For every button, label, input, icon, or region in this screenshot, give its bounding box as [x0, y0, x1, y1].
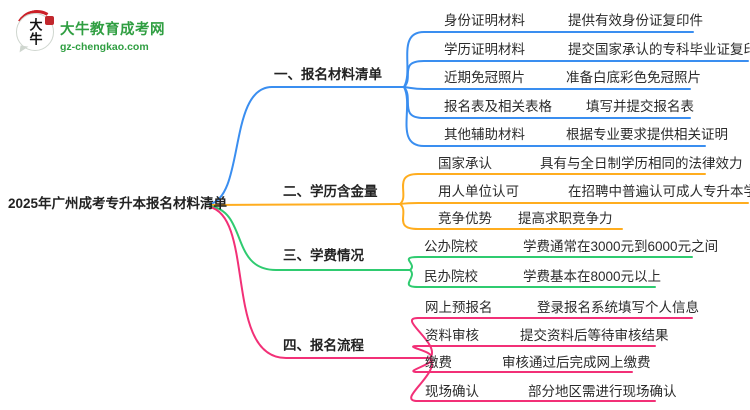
leaf-label: 身份证明材料: [444, 13, 525, 28]
logo-seal-icon: [45, 16, 54, 25]
branch-3-label: 三、学费情况: [283, 248, 364, 263]
site-name: 大牛教育成考网: [60, 22, 165, 38]
leaf-label: 公办院校: [424, 239, 478, 254]
branch-2-leaf-3-wire: [399, 203, 623, 230]
branch-4-leaf-1-wire: [410, 317, 693, 359]
leaf-desc: 提供有效身份证复印件: [568, 13, 703, 28]
branch-1-leaf-3-wire: [403, 86, 691, 90]
leaf-desc: 根据专业要求提供相关证明: [566, 127, 728, 142]
leaf-label: 现场确认: [425, 384, 479, 399]
leaf-label: 缴费: [425, 355, 452, 370]
branch-4-label: 四、报名流程: [283, 338, 364, 353]
leaf-desc: 提交资料后等待审核结果: [520, 328, 669, 343]
leaf-label: 网上预报名: [425, 300, 493, 315]
leaf-label: 资料审核: [425, 328, 479, 343]
leaf-label: 竞争优势: [438, 211, 492, 226]
branch-2-leaf-1-wire: [399, 173, 706, 205]
leaf-desc: 部分地区需进行现场确认: [528, 384, 677, 399]
leaf-label: 近期免冠照片: [444, 70, 525, 85]
branch-1-leaf-2-wire: [403, 60, 749, 88]
branch-3-leaf-1-wire: [407, 256, 693, 271]
leaf-label: 民办院校: [424, 269, 478, 284]
leaf-desc: 学费通常在3000元到6000元之间: [523, 239, 719, 254]
branch-2-spine: [209, 203, 401, 206]
leaf-label: 其他辅助材料: [444, 127, 525, 142]
leaf-desc: 准备白底彩色免冠照片: [566, 70, 701, 85]
leaf-label: 报名表及相关表格: [444, 99, 552, 114]
branch-1-leaf-5-wire: [403, 86, 706, 147]
leaf-label: 用人单位认可: [438, 184, 519, 199]
leaf-desc: 提高求职竞争力: [518, 211, 613, 226]
logo-bubble-tail: [19, 45, 29, 54]
root-topic: 2025年广州成考专升本报名材料清单: [8, 196, 228, 211]
branch-1-spine: [209, 86, 405, 205]
leaf-desc: 在招聘中普遍认可成人专升本学历: [568, 184, 750, 199]
branch-3-spine: [209, 205, 411, 271]
logo-bubble-icon: 大牛: [10, 5, 64, 59]
logo-daniu-text: 大牛: [27, 18, 43, 46]
site-logo[interactable]: 大牛 大牛教育成考网 gz-chengkao.com: [10, 5, 165, 59]
branch-1-label: 一、报名材料清单: [274, 67, 382, 82]
leaf-desc: 填写并提交报名表: [586, 99, 694, 114]
branch-4-leaf-2-wire: [412, 345, 656, 359]
site-url[interactable]: gz-chengkao.com: [60, 41, 149, 53]
branch-4-leaf-4-wire: [410, 357, 656, 402]
branch-2-label: 二、学历含金量: [283, 184, 378, 199]
branch-2-leaf-2-wire: [399, 202, 749, 205]
branch-3-leaf-2-wire: [407, 269, 656, 288]
branch-4-spine: [209, 206, 431, 359]
leaf-label: 国家承认: [438, 156, 492, 171]
leaf-desc: 提交国家承认的专科毕业证复印件: [568, 42, 750, 57]
leaf-desc: 审核通过后完成网上缴费: [502, 355, 651, 370]
leaf-label: 学历证明材料: [444, 42, 525, 57]
leaf-desc: 具有与全日制学历相同的法律效力: [540, 156, 743, 171]
leaf-desc: 登录报名系统填写个人信息: [537, 300, 699, 315]
leaf-desc: 学费基本在8000元以上: [523, 269, 662, 284]
